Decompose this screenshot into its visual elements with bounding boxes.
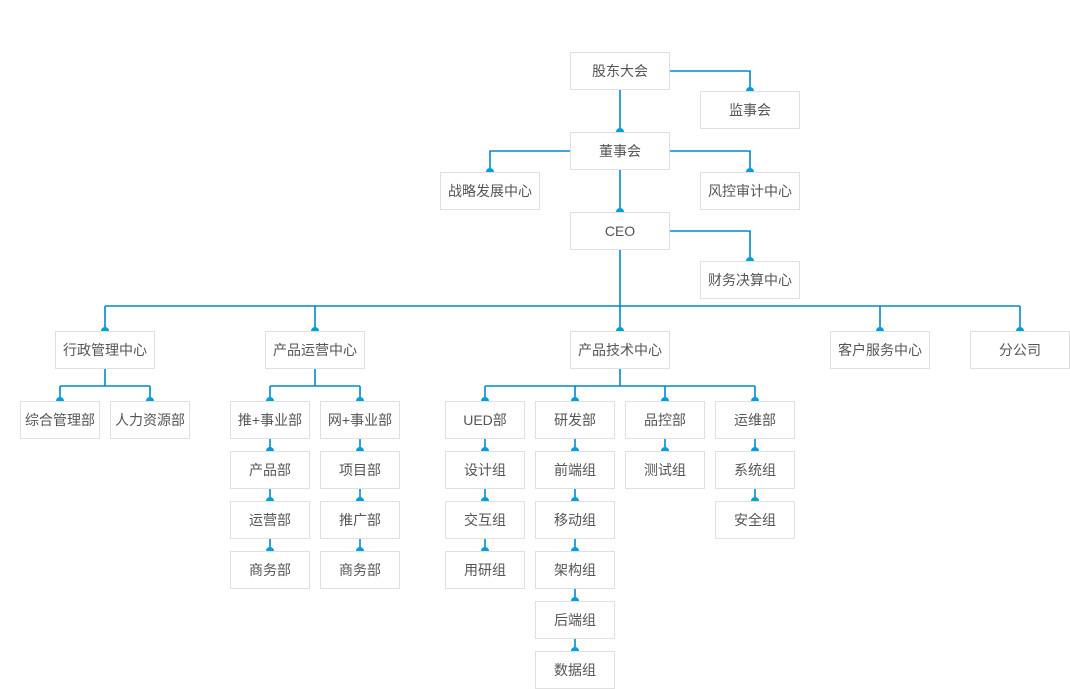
org-node-general-admin-dept[interactable]: 综合管理部 [20,401,100,439]
connector-line [489,150,570,172]
org-node-interaction-group[interactable]: 交互组 [445,501,525,539]
org-node-architecture-group[interactable]: 架构组 [535,551,615,589]
org-node-ops-dept[interactable]: 运维部 [715,401,795,439]
org-node-finance[interactable]: 财务决算中心 [700,261,800,299]
org-node-mobile-group[interactable]: 移动组 [535,501,615,539]
org-node-frontend-group[interactable]: 前端组 [535,451,615,489]
org-node-user-research-group[interactable]: 用研组 [445,551,525,589]
connector-line [670,230,751,261]
org-node-data-group[interactable]: 数据组 [535,651,615,689]
org-node-backend-group[interactable]: 后端组 [535,601,615,639]
org-node-qc-dept[interactable]: 品控部 [625,401,705,439]
org-node-promotion-dept[interactable]: 推广部 [320,501,400,539]
org-node-product-dept[interactable]: 产品部 [230,451,310,489]
connector-line [670,150,751,172]
org-node-hr-dept[interactable]: 人力资源部 [110,401,190,439]
org-node-business-dept-2[interactable]: 商务部 [320,551,400,589]
org-node-customer-service-center[interactable]: 客户服务中心 [830,331,930,369]
org-node-wang-bu[interactable]: 网+事业部 [320,401,400,439]
org-node-ued-dept[interactable]: UED部 [445,401,525,439]
org-node-system-group[interactable]: 系统组 [715,451,795,489]
org-node-rd-dept[interactable]: 研发部 [535,401,615,439]
org-node-ceo[interactable]: CEO [570,212,670,250]
org-node-business-dept-1[interactable]: 商务部 [230,551,310,589]
org-node-admin-center[interactable]: 行政管理中心 [55,331,155,369]
org-node-security-group[interactable]: 安全组 [715,501,795,539]
org-node-riskaudit[interactable]: 风控审计中心 [700,172,800,210]
org-node-tui-bu[interactable]: 推+事业部 [230,401,310,439]
org-node-project-dept[interactable]: 项目部 [320,451,400,489]
connector-line [670,70,751,91]
org-node-design-group[interactable]: 设计组 [445,451,525,489]
org-node-shareholders[interactable]: 股东大会 [570,52,670,90]
org-node-test-group[interactable]: 测试组 [625,451,705,489]
org-node-strategy[interactable]: 战略发展中心 [440,172,540,210]
org-node-board[interactable]: 董事会 [570,132,670,170]
org-node-product-tech-center[interactable]: 产品技术中心 [570,331,670,369]
org-node-branch[interactable]: 分公司 [970,331,1070,369]
org-node-product-ops-center[interactable]: 产品运营中心 [265,331,365,369]
org-node-operation-dept[interactable]: 运营部 [230,501,310,539]
org-node-supervisors[interactable]: 监事会 [700,91,800,129]
